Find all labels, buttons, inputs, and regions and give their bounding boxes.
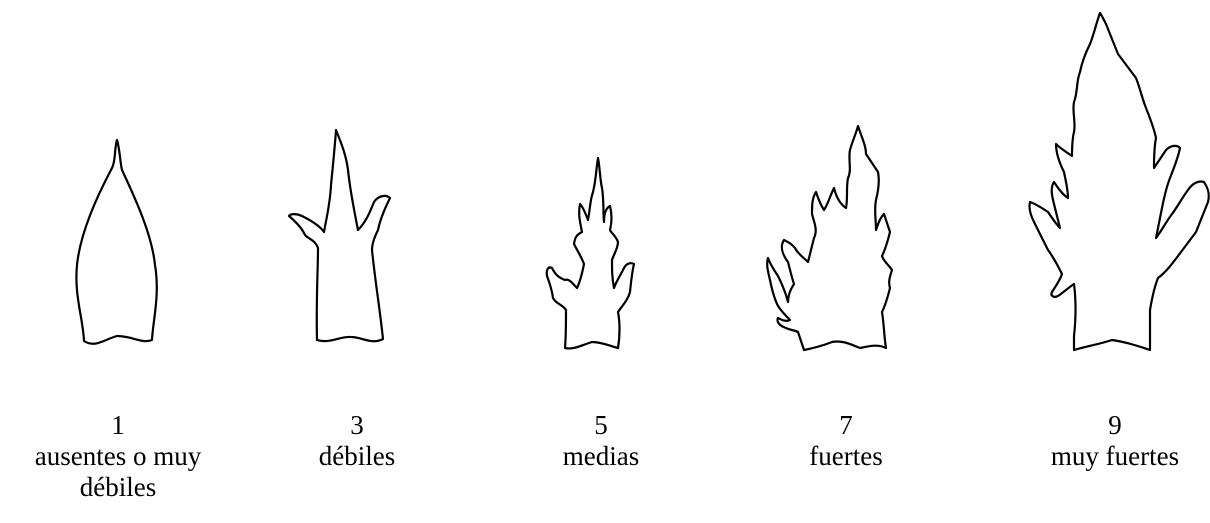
level-label: fuertes: [809, 441, 883, 471]
caption-level-1: 1 ausentes o muy débiles: [8, 410, 228, 503]
level-note: 3: [350, 410, 364, 440]
caption-level-5: 5 medias: [491, 410, 711, 472]
level-label: débiles: [318, 441, 396, 471]
level-note: 5: [594, 410, 608, 440]
level-label: muy fuertes: [1050, 441, 1180, 471]
level-note: 9: [1108, 410, 1122, 440]
level-label: ausentes o muy débiles: [34, 441, 202, 502]
level-note: 7: [839, 410, 853, 440]
level-note: 1: [111, 410, 125, 440]
caption-level-3: 3 débiles: [247, 410, 467, 472]
level-label: medias: [562, 441, 640, 471]
caption-level-7: 7 fuertes: [736, 410, 956, 472]
caption-level-9: 9 muy fuertes: [1005, 410, 1210, 472]
